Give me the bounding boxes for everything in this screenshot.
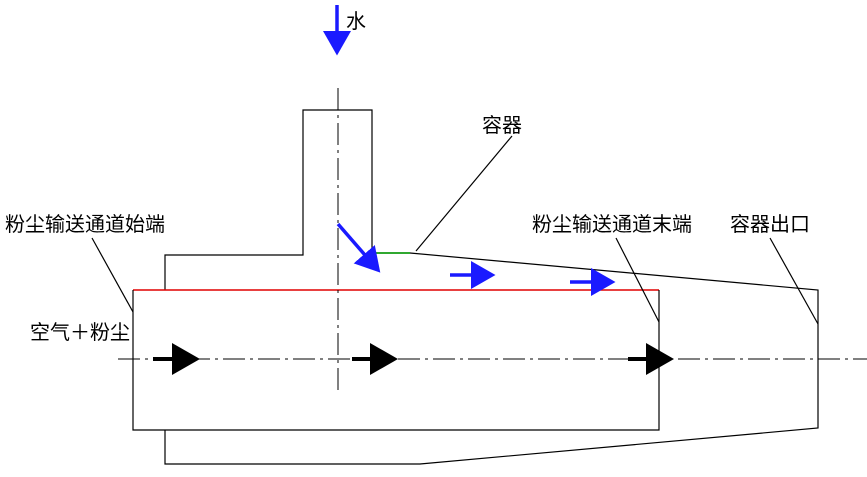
leader-container-outlet <box>769 237 819 325</box>
label-container-outlet: 容器出口 <box>730 212 810 236</box>
label-container: 容器 <box>482 113 522 137</box>
channel-outline <box>132 290 660 431</box>
leader-channel-end <box>615 237 660 323</box>
leader-container <box>415 135 513 252</box>
container-outline <box>164 109 819 465</box>
leader-channel-start <box>91 237 134 313</box>
water-diagonal-arrow <box>336 222 381 273</box>
label-channel-end: 粉尘输送通道末端 <box>532 212 692 236</box>
label-channel-start: 粉尘输送通道始端 <box>5 212 165 236</box>
label-water: 水 <box>346 9 366 33</box>
label-air-dust: 空气＋粉尘 <box>30 320 130 344</box>
